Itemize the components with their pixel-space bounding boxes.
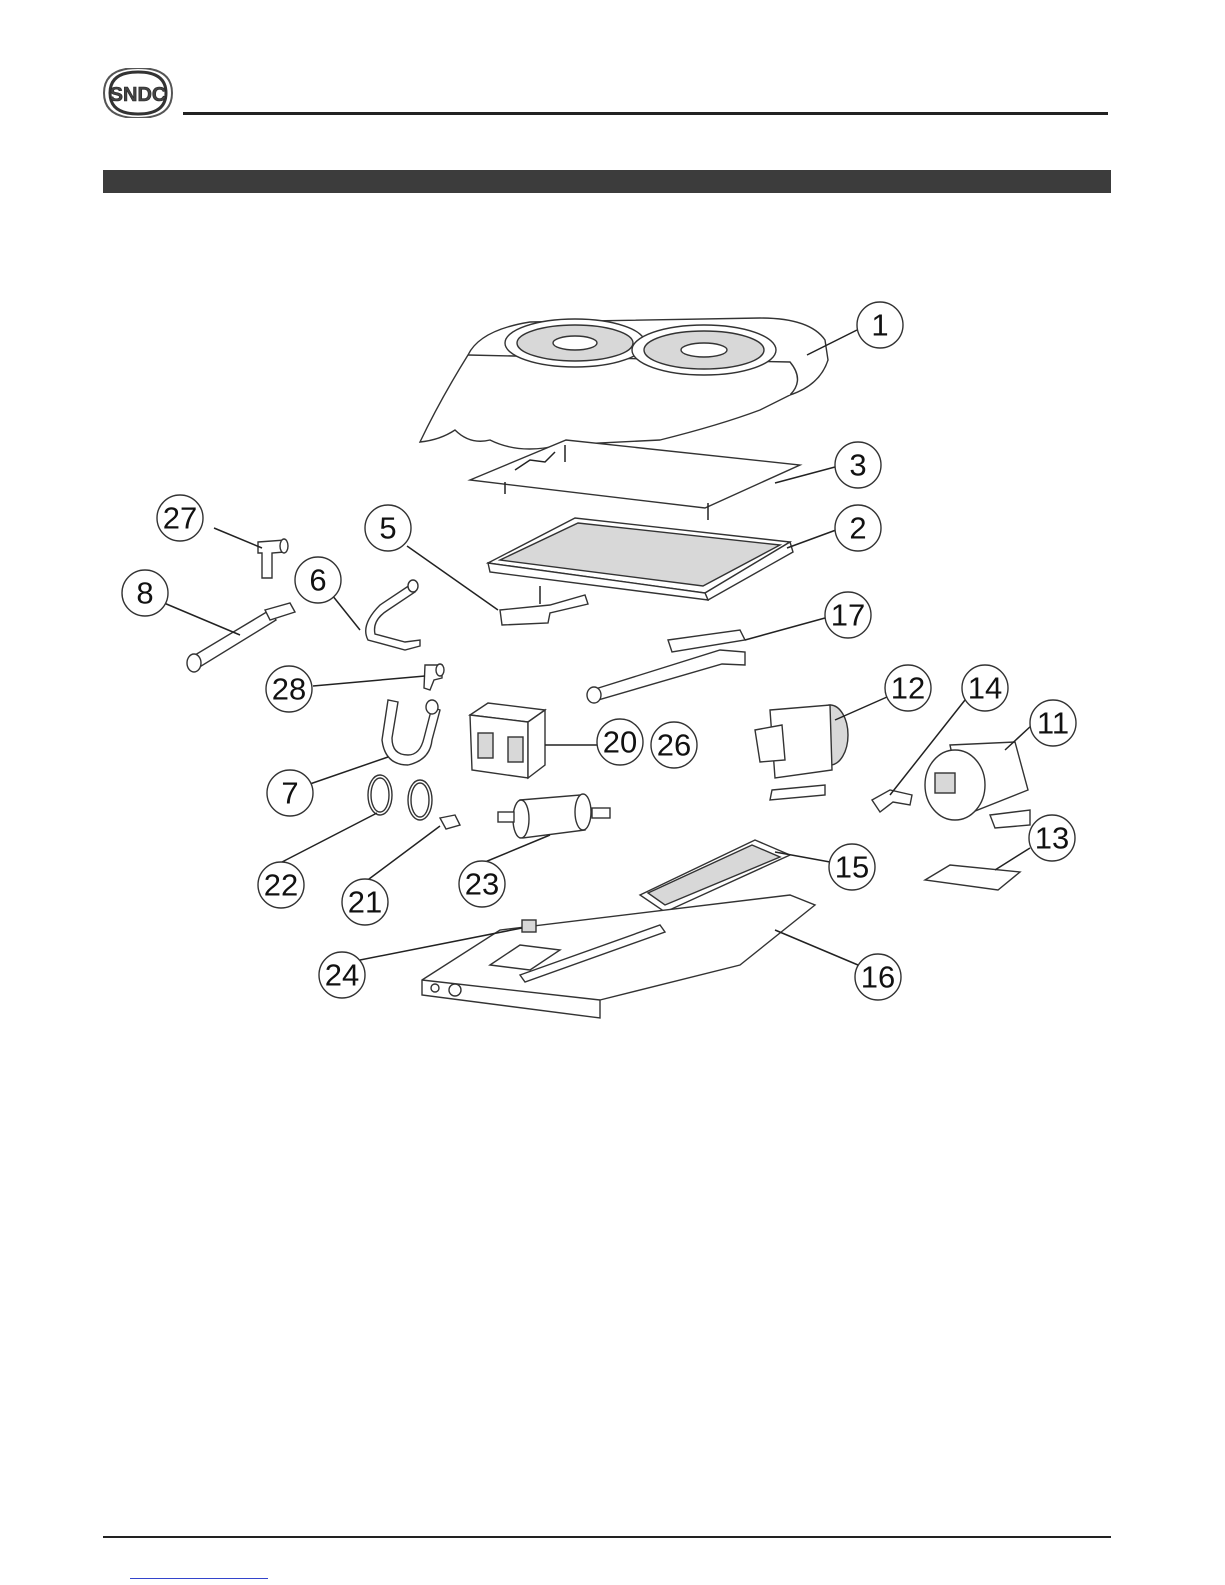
- callout-26: 26: [651, 722, 697, 768]
- part-11-motor: [925, 742, 1030, 828]
- part-7-hose: [382, 700, 440, 765]
- part-24-clip: [522, 920, 536, 932]
- part-13-plate: [925, 865, 1020, 890]
- callout-27-label: 27: [163, 501, 197, 536]
- callout-13: 13: [1029, 815, 1075, 861]
- part-12-compressor: [755, 705, 848, 800]
- part-17-hose: [587, 630, 745, 703]
- callout-1-label: 1: [871, 308, 888, 343]
- part-1-top-cover: [420, 318, 828, 449]
- callout-17-label: 17: [831, 598, 865, 633]
- callout-24: 24: [319, 952, 365, 998]
- part-16-base-frame: [422, 895, 815, 1018]
- callout-12-label: 12: [891, 671, 925, 706]
- callout-23-label: 23: [465, 867, 499, 902]
- callout-16: 16: [855, 954, 901, 1000]
- callout-6-label: 6: [309, 563, 326, 598]
- callout-3-label: 3: [849, 448, 866, 483]
- callout-5: 5: [365, 505, 411, 551]
- part-2-condenser: [488, 518, 793, 600]
- callout-28-label: 28: [272, 672, 306, 707]
- part-21-fitting: [440, 815, 460, 829]
- callout-20-label: 20: [603, 725, 637, 760]
- callout-3: 3: [835, 442, 881, 488]
- callout-14: 14: [962, 665, 1008, 711]
- part-5-bracket: [500, 586, 588, 625]
- callout-16-label: 16: [861, 960, 895, 995]
- footer-link-underline[interactable]: [130, 1578, 268, 1579]
- callout-28: 28: [266, 666, 312, 712]
- part-20-electrical-box: [470, 703, 545, 778]
- callout-6: 6: [295, 557, 341, 603]
- callout-27: 27: [157, 495, 203, 541]
- callout-11-label: 11: [1037, 706, 1069, 741]
- callout-7: 7: [267, 770, 313, 816]
- callout-7-label: 7: [281, 776, 298, 811]
- callout-2-label: 2: [849, 511, 866, 546]
- callout-1: 1: [857, 302, 903, 348]
- part-23-receiver-drier: [498, 794, 610, 838]
- callout-21-label: 21: [348, 885, 382, 920]
- callout-8-label: 8: [136, 576, 153, 611]
- part-22-clamps: [368, 775, 432, 820]
- part-8-hose: [187, 603, 295, 672]
- callout-14-label: 14: [968, 671, 1002, 706]
- callout-5-label: 5: [379, 511, 396, 546]
- callout-23: 23: [459, 861, 505, 907]
- callout-11: 11: [1030, 700, 1076, 746]
- part-6-hose: [366, 580, 420, 650]
- footer-rule: [103, 1536, 1111, 1538]
- part-28-elbow: [424, 664, 444, 690]
- callout-20: 20: [597, 719, 643, 765]
- callout-2: 2: [835, 505, 881, 551]
- callout-17: 17: [825, 592, 871, 638]
- callout-21: 21: [342, 879, 388, 925]
- callout-26-label: 26: [657, 728, 691, 763]
- callout-15-label: 15: [835, 850, 869, 885]
- callout-15: 15: [829, 844, 875, 890]
- callout-13-label: 13: [1035, 821, 1069, 856]
- callout-12: 12: [885, 665, 931, 711]
- callout-8: 8: [122, 570, 168, 616]
- callout-22-label: 22: [264, 868, 298, 903]
- part-3-mounting-plate: [470, 440, 800, 520]
- callout-22: 22: [258, 862, 304, 908]
- callout-24-label: 24: [325, 958, 359, 993]
- part-27-fitting: [258, 539, 288, 578]
